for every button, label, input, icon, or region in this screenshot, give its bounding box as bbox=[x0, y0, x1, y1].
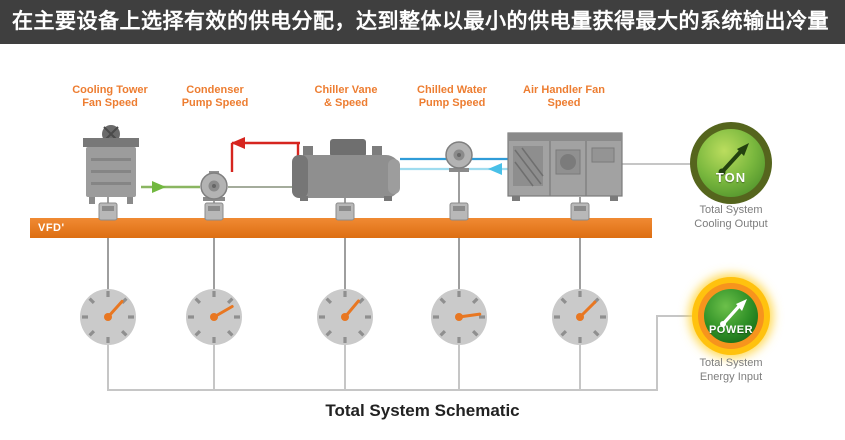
label-condenser-pump-speed: Condenser Pump Speed bbox=[181, 84, 249, 109]
condenser-water-pipes bbox=[141, 137, 300, 193]
schematic-title: Total System Schematic bbox=[325, 401, 520, 420]
vfd-drive-2 bbox=[204, 202, 224, 221]
signal-wires bbox=[107, 163, 700, 391]
label-chilled-water-pump-speed: Chilled Water Pump Speed bbox=[417, 84, 487, 109]
condenser-pump bbox=[200, 171, 228, 201]
drive-drop-lines bbox=[107, 170, 581, 290]
vfd-drive-1 bbox=[98, 202, 118, 221]
cyan-flow-arrow bbox=[488, 163, 502, 175]
vfd-drive-3 bbox=[335, 202, 355, 221]
label-chiller-vane-speed: Chiller Vane & Speed bbox=[314, 84, 378, 109]
air-handler bbox=[507, 132, 623, 201]
meter-5 bbox=[550, 287, 610, 347]
power-gauge bbox=[689, 274, 773, 358]
vfd-bar-label: VFD' bbox=[38, 222, 65, 234]
power-gauge-label: POWER bbox=[708, 324, 754, 336]
banner-text: 在主要设备上选择有效的供电分配，达到整体以最小的供电量获得最大的系统输出冷量 bbox=[12, 10, 829, 33]
vfd-drive-5 bbox=[570, 202, 590, 221]
chiller bbox=[292, 139, 400, 201]
chilled-water-pump bbox=[445, 141, 473, 172]
vfd-drive-4 bbox=[449, 202, 469, 221]
ton-gauge-caption: Total System Cooling Output bbox=[694, 204, 768, 230]
meter-4 bbox=[429, 287, 489, 347]
label-air-handler-fan-speed: Air Handler Fan Speed bbox=[523, 84, 605, 109]
meter-2 bbox=[184, 287, 244, 347]
meter-3 bbox=[315, 287, 375, 347]
cooling-tower bbox=[83, 125, 139, 204]
power-gauge-caption: Total System Energy Input bbox=[699, 357, 763, 383]
ton-gauge bbox=[690, 122, 772, 204]
ton-gauge-label: TON bbox=[715, 170, 747, 185]
label-cooling-tower-fan-speed: Cooling Tower Fan Speed bbox=[72, 84, 148, 109]
green-flow-arrow bbox=[152, 181, 166, 193]
meter-1 bbox=[78, 287, 138, 347]
vfd-bus-bar bbox=[30, 218, 652, 238]
red-flow-arrow bbox=[231, 137, 245, 149]
header-banner: 在主要设备上选择有效的供电分配，达到整体以最小的供电量获得最大的系统输出冷量 bbox=[0, 0, 845, 44]
